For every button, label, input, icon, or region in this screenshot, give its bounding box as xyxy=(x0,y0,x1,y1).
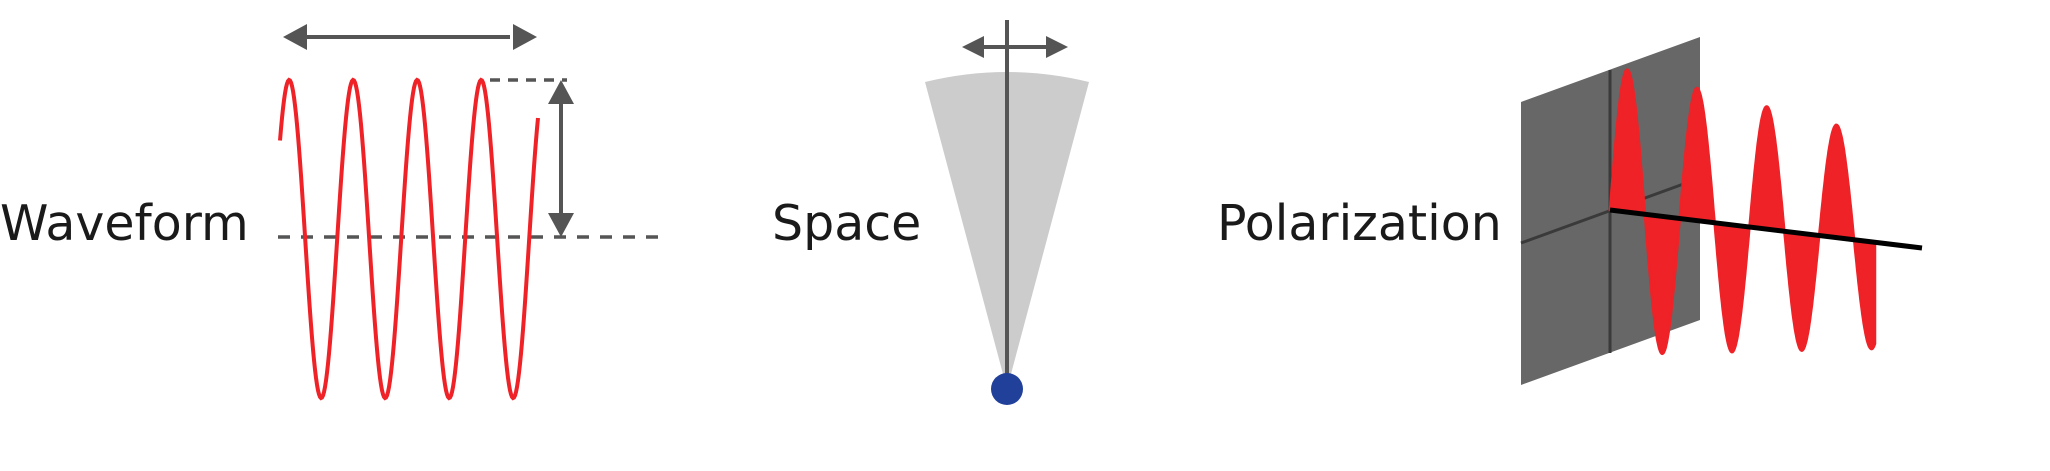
waveform-label: Waveform xyxy=(0,195,249,252)
waveform-curve xyxy=(278,77,540,401)
polarized-wave xyxy=(1608,68,1877,356)
waveform-panel: Waveform xyxy=(0,24,660,401)
amplitude-arrow xyxy=(548,80,574,237)
source-dot xyxy=(991,373,1023,405)
wavelength-arrow xyxy=(283,24,537,50)
space-panel: Space xyxy=(772,20,1089,405)
polarization-label: Polarization xyxy=(1217,195,1502,252)
propagation-ray xyxy=(1609,207,1923,251)
beam-width-arrow xyxy=(962,36,1068,58)
polarization-panel: Polarization xyxy=(1217,37,1923,385)
space-label: Space xyxy=(772,195,921,252)
